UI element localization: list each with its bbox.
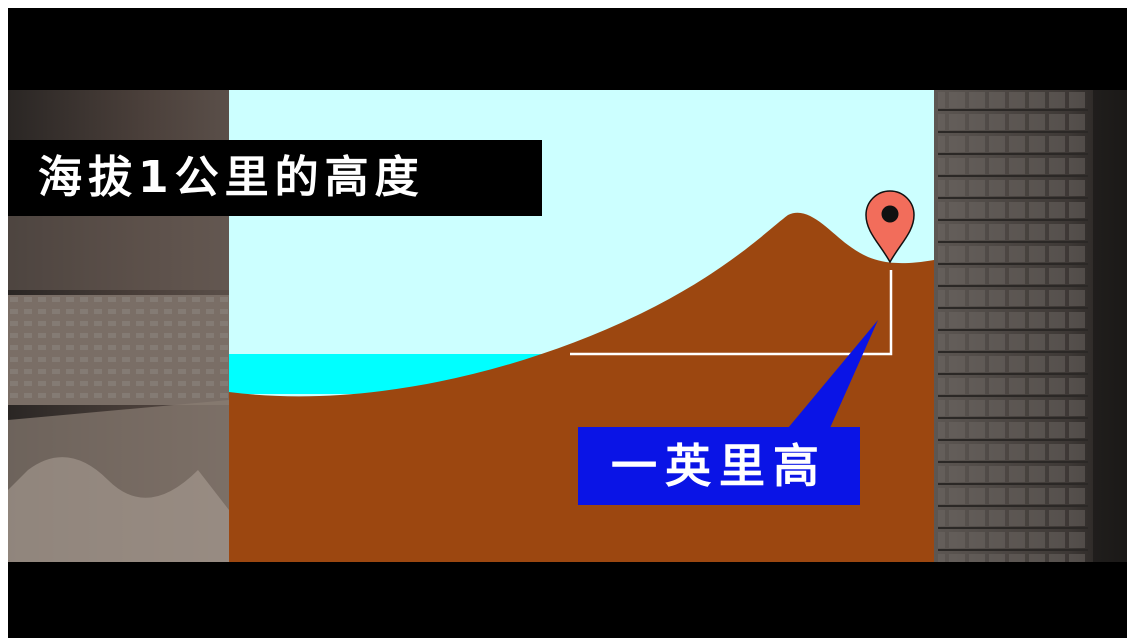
callout-pointer: [788, 320, 878, 428]
video-frame: 海拔1公里的高度 一英里高: [8, 8, 1127, 638]
sea-level-line: [570, 270, 893, 356]
elevation-caption: 海拔1公里的高度: [8, 140, 542, 216]
right-background-photo: [934, 90, 1127, 562]
map-pin-icon: [865, 190, 915, 264]
mile-high-callout: 一英里高: [578, 427, 860, 505]
